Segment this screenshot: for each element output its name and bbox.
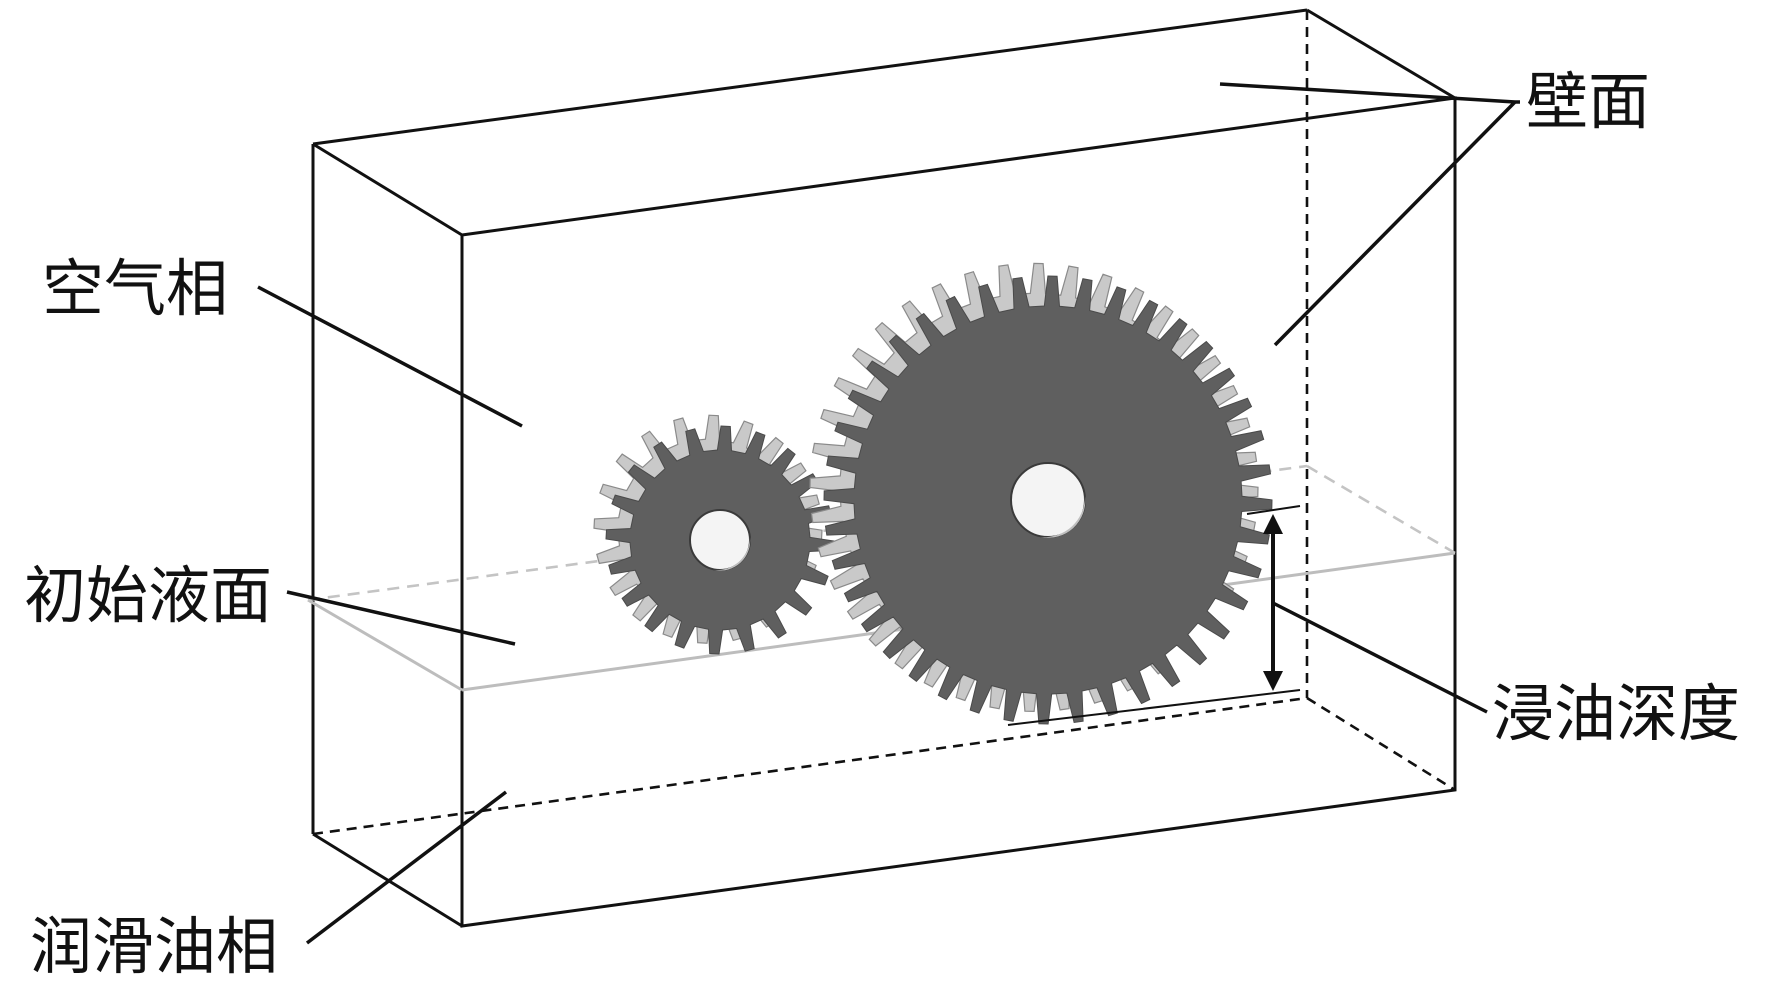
hidden-bottom-back-edge — [312, 696, 1308, 836]
liquid-right-line — [1306, 464, 1456, 555]
pinion-gear — [593, 414, 835, 655]
label-initial-liquid-surface: 初始液面 — [24, 559, 272, 632]
label-lubricating-oil-phase: 润滑油相 — [30, 910, 278, 983]
leader-air-phase — [257, 285, 523, 428]
liquid-front-line — [307, 598, 463, 692]
leader-immersion-depth — [1272, 601, 1488, 714]
label-immersion-depth: 浸油深度 — [1492, 677, 1740, 750]
top-back-edge — [312, 8, 1308, 146]
label-wall: 壁面 — [1526, 65, 1650, 138]
label-air-phase: 空气相 — [42, 252, 228, 325]
immersion-depth-indicator — [1007, 505, 1301, 726]
hidden-bottom-right-edge — [1306, 696, 1456, 792]
leader-initial-liquid-surface — [286, 590, 516, 646]
leader-wall-top — [1219, 82, 1516, 104]
depth-reference-line-top — [1246, 505, 1301, 515]
top-right-edge — [1306, 8, 1456, 100]
depth-reference-line-bottom — [1007, 689, 1301, 726]
wheel-gear — [809, 262, 1273, 725]
top-left-edge — [312, 142, 463, 237]
leader-wall-side — [1273, 100, 1517, 347]
leader-lubricating-oil-phase — [305, 790, 508, 945]
